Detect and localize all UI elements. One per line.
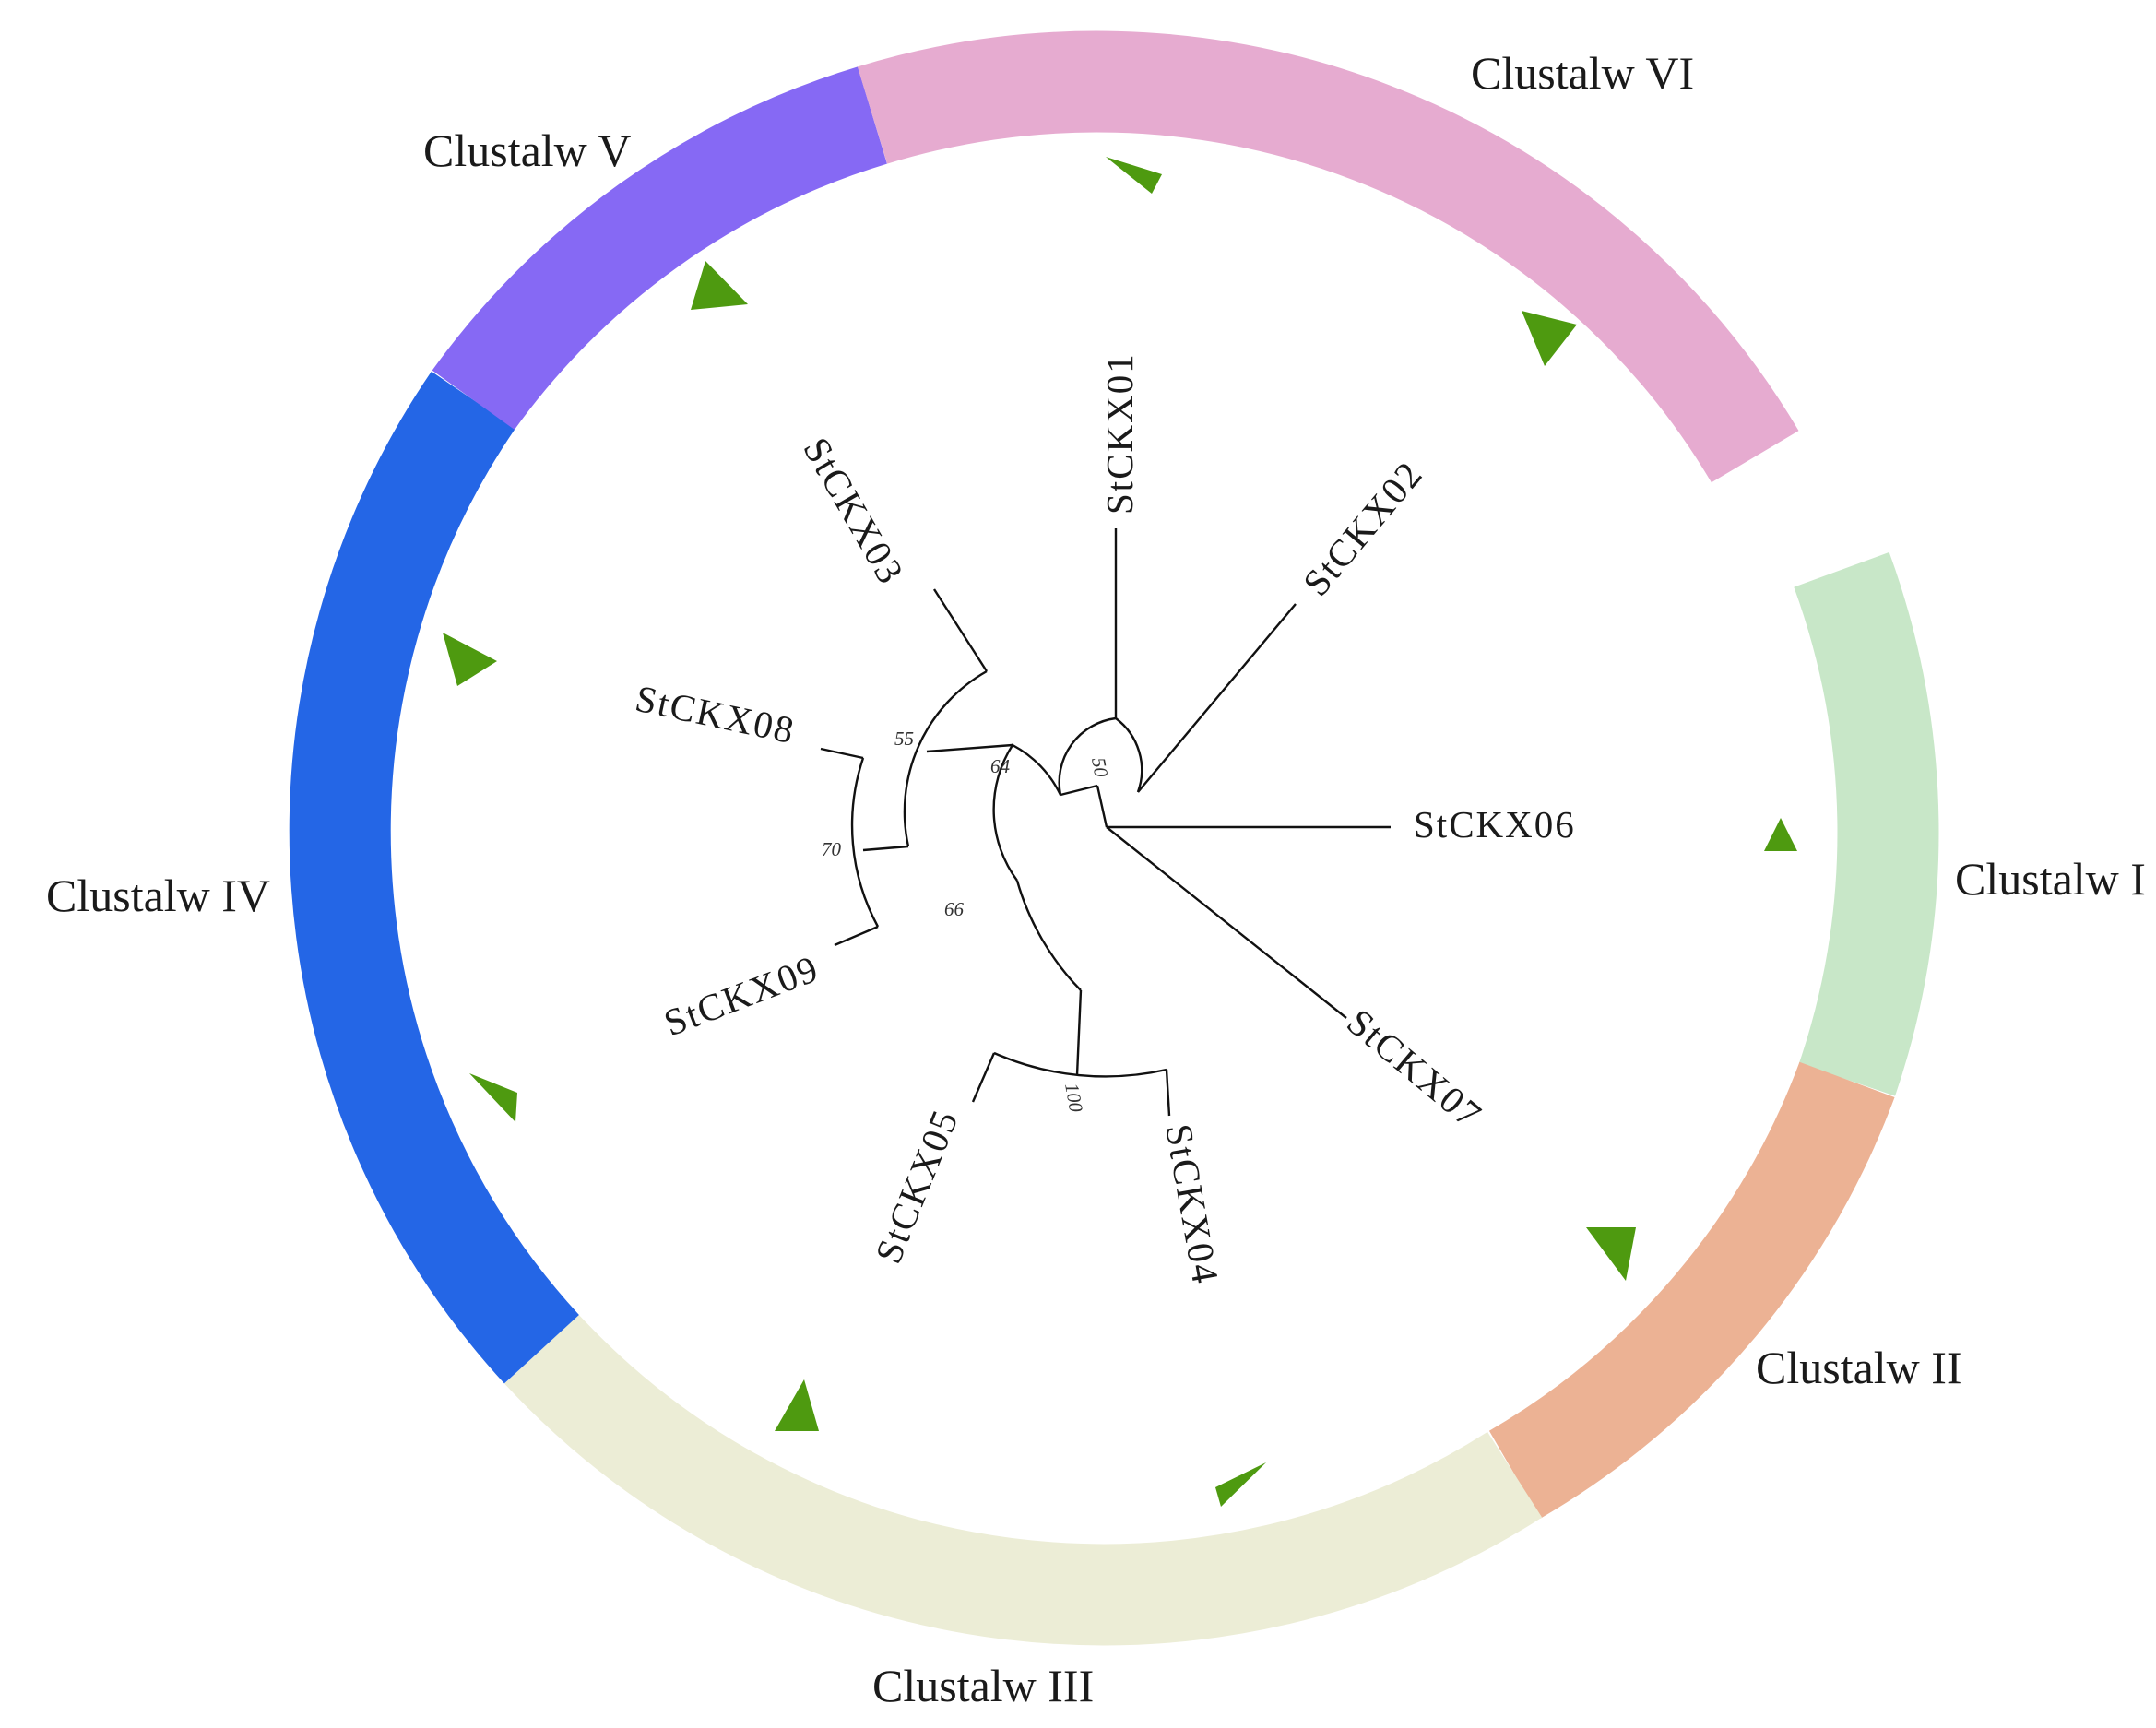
- leaf-label-stckx01: StCKX01: [1098, 352, 1141, 515]
- triangle-marker: [1522, 311, 1577, 366]
- support-value: 100: [1060, 1082, 1087, 1115]
- cluster-label-3: Clustalw III: [872, 1660, 1094, 1711]
- tree-branches: [820, 528, 1391, 1117]
- branch-stckx07: [1106, 826, 1347, 1019]
- triangle-marker: [469, 1073, 517, 1122]
- connector-node-50: [1096, 785, 1108, 828]
- support-values: 50 64 55 70 66 100: [822, 728, 1112, 1114]
- branch-stckx02: [1137, 603, 1297, 793]
- triangle-marker: [1586, 1227, 1636, 1281]
- cluster-arc-1: [1794, 551, 1939, 1096]
- arc-node-50: [1058, 716, 1143, 796]
- cluster-label-6: Clustalw VI: [1471, 47, 1694, 99]
- leaf-label-stckx05: StCKX05: [867, 1103, 966, 1269]
- cluster-arc-3: [504, 1314, 1543, 1646]
- cluster-label-2: Clustalw II: [1756, 1342, 1962, 1393]
- cluster-arc-2: [1488, 1061, 1895, 1519]
- arc-node-66: [1015, 880, 1082, 991]
- support-value: 50: [1087, 756, 1112, 779]
- arc-node-64: [992, 743, 1062, 882]
- cluster-labels: Clustalw I Clustalw II Clustalw III Clus…: [46, 47, 2146, 1711]
- leaf-label-stckx03: StCKX03: [795, 431, 913, 592]
- arc-node-55: [903, 669, 988, 847]
- leaf-label-stckx02: StCKX02: [1295, 453, 1431, 604]
- branch-stckx03: [932, 588, 989, 672]
- branch-stckx08: [820, 747, 864, 760]
- leaf-label-stckx06: StCKX06: [1414, 803, 1576, 846]
- connector-node-66: [1075, 989, 1083, 1076]
- support-value: 66: [944, 898, 965, 920]
- connector-node-55: [926, 743, 1013, 753]
- triangle-marker: [691, 261, 748, 310]
- triangle-marker: [775, 1379, 819, 1431]
- cluster-label-5: Clustalw V: [423, 124, 632, 176]
- leaf-label-stckx07: StCKX07: [1339, 1000, 1490, 1137]
- triangle-marker: [443, 633, 497, 686]
- cluster-ring: [289, 30, 1939, 1646]
- branch-stckx05: [971, 1052, 996, 1103]
- leaf-label-stckx09: StCKX09: [658, 946, 825, 1044]
- cluster-label-4: Clustalw IV: [46, 870, 270, 921]
- arc-node-70: [850, 757, 880, 928]
- support-value: 70: [822, 838, 842, 860]
- arc-node-100: [993, 1051, 1167, 1078]
- branch-stckx04: [1165, 1069, 1171, 1117]
- triangle-marker: [1106, 157, 1162, 194]
- leaf-label-stckx04: StCKX04: [1157, 1121, 1227, 1288]
- cluster-arc-5: [432, 66, 888, 431]
- cluster-label-1: Clustalw I: [1955, 853, 2146, 905]
- connector-node-70: [862, 845, 909, 852]
- support-value: 64: [990, 755, 1011, 777]
- cluster-arc-6: [857, 30, 1799, 483]
- markers: [443, 157, 1797, 1507]
- connector-node-64: [1060, 784, 1098, 797]
- cluster-arc-4: [289, 371, 579, 1384]
- leaf-labels: StCKX01 StCKX02 StCKX06 StCKX07 StCKX04 …: [632, 352, 1576, 1288]
- triangle-marker: [1215, 1462, 1266, 1507]
- leaf-label-stckx08: StCKX08: [632, 677, 799, 752]
- support-value: 55: [894, 728, 914, 750]
- branch-stckx09: [834, 925, 879, 947]
- triangle-marker: [1764, 818, 1797, 851]
